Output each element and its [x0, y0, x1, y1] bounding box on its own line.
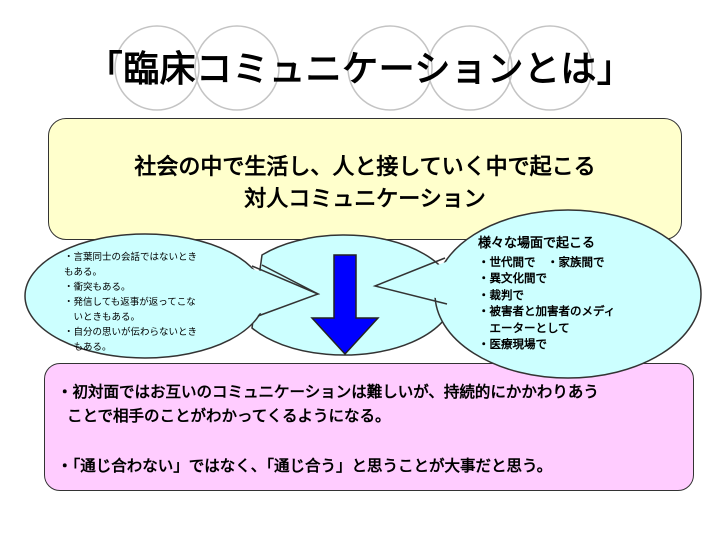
left-bubble-item: もある。 [64, 267, 103, 278]
left-bubble-text: ・言葉同士の会話ではないとき もある。 ・衝突もある。 ・発信しても返事が返って… [64, 250, 197, 355]
definition-line-1: 社会の中で生活し、人と接していく中で起こる [134, 155, 596, 180]
left-bubble-item: もある。 [64, 342, 112, 353]
conclusion-line-1: ・初対面ではお互いのコミュニケーションは難しいが、持続的にかかわりあう [57, 383, 599, 401]
right-bubble-item: エーターとして [478, 320, 570, 335]
left-bubble-item: いときもある。 [64, 312, 141, 323]
left-bubble-item: ・自分の思いが伝わらないとき [64, 327, 198, 338]
definition-line-2: 対人コミュニケーション [244, 187, 486, 212]
conclusion-box: ・初対面ではお互いのコミュニケーションは難しいが、持続的にかかわりあう ことで相… [44, 363, 694, 491]
slide-title: 「臨床コミュニケーションとは」 [86, 49, 634, 90]
deco-circle [194, 25, 280, 111]
right-bubble-item: ・医療現場で [478, 337, 547, 351]
right-bubble-item: ・異文化間で [478, 271, 547, 285]
right-bubble-item: ・世代間で ・家族間で [478, 254, 605, 269]
deco-circle [114, 25, 200, 111]
right-bubble-item: ・被害者と加害者のメディ [478, 304, 616, 318]
down-arrow [310, 254, 380, 356]
left-bubble-item: ・衝突もある。 [64, 282, 131, 293]
deco-circle [427, 25, 513, 111]
left-bubble-item: ・発信しても返事が返ってこな [64, 297, 196, 308]
deco-circle [507, 25, 593, 111]
right-bubble-text: 様々な場面で起こる ・世代間で ・家族間で ・異文化間で ・裁判で ・被害者と加… [478, 236, 615, 353]
left-bubble-item: ・言葉同士の会話ではないとき [64, 252, 198, 263]
conclusion-line-3: ・「通じ合わない」ではなく、「通じ合う」と思うことが大事だと思う。 [57, 457, 553, 475]
conclusion-line-2: ことで相手のことがわかってくるようになる。 [67, 407, 391, 425]
deco-circle [347, 25, 433, 111]
right-bubble-heading: 様々な場面で起こる [478, 236, 596, 251]
right-bubble-item: ・裁判で [478, 287, 524, 302]
